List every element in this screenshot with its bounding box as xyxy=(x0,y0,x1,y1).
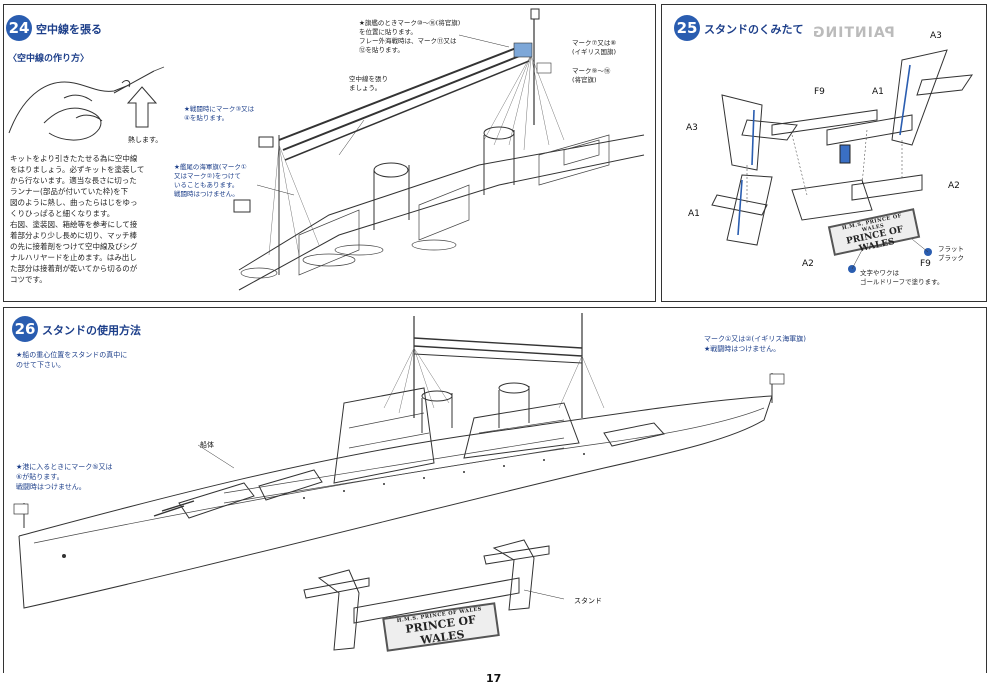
page-number: 17 xyxy=(486,672,502,685)
note-flat-black: フラット ブラック xyxy=(938,245,964,262)
step24-body: キットをより引きたたせる為に空中線 をはりましょう。必ずキットを塗装して から行… xyxy=(10,154,145,284)
label-f9-bottom: F9 xyxy=(920,259,931,269)
label-a2-right: A2 xyxy=(948,181,960,191)
step24-panel: 24 空中線を張る 〈空中線の作り方〉 熱します。 キットをより引きたたせる為に… xyxy=(3,4,656,302)
label-hull: 船体 xyxy=(200,441,214,449)
step26-badge: 26 xyxy=(12,316,38,342)
step26-title: スタンドの使用方法 xyxy=(42,324,141,337)
label-f9-top: F9 xyxy=(814,87,825,97)
callout-mark9: マーク⑨〜⑯ (将官旗) xyxy=(572,67,611,84)
note-mark5: ★港に入るときにマーク⑤又は ⑥が貼ります。 戦闘時はつけません。 xyxy=(16,463,113,491)
step25-panel: 25 スタンドのくみたて PAINTING xyxy=(661,4,987,302)
note-mark1: マーク①又は②(イギリス海軍旗) ★戦闘時はつけません。 xyxy=(704,335,807,353)
ship-on-stand-drawing xyxy=(13,313,785,651)
label-a1-top: A1 xyxy=(872,87,884,97)
step25-title: スタンドのくみたて xyxy=(704,23,804,36)
label-a3-left: A3 xyxy=(686,123,698,133)
step24-badge: 24 xyxy=(6,15,32,41)
label-a1-left: A1 xyxy=(688,209,700,219)
heat-note: 熱します。 xyxy=(128,136,163,144)
callout-flagship: ★旗艦のときマーク⑩〜⑯(将官旗) を位置に貼ります。 フレー外海戦時は、マーク… xyxy=(359,19,461,54)
step24-title: 空中線を張る xyxy=(36,23,102,36)
ship-rigging-drawing xyxy=(233,8,645,291)
label-a2-bottom: A2 xyxy=(802,259,814,269)
note-gold-leaf: 文字やワクは ゴールドリーフで塗ります。 xyxy=(860,269,944,286)
callout-wartime: ★戦闘時にマーク③又は ④を貼ります。 xyxy=(184,105,255,122)
label-stand: スタンド xyxy=(574,597,602,605)
note-center-of-gravity: ★船の重心位置をスタンドの真中に のせて下さい。 xyxy=(16,351,128,369)
label-a3-right: A3 xyxy=(930,31,942,41)
stand-exploded-diagram xyxy=(711,49,974,273)
step26-panel: 26 スタンドの使用方法 ★船の重心位置をスタンドの真中に のせて下さい。 マー… xyxy=(3,307,987,673)
callout-mark7: マーク⑦又は⑧ (イギリス国旗) xyxy=(572,39,617,56)
callout-aerial: 空中線を張り ましょう。 xyxy=(349,75,388,92)
heat-arrow xyxy=(126,86,158,128)
callout-ensign: ★艦尾の海軍旗(マーク① 又はマーク②)をつけて いることもあります。 戦闘時は… xyxy=(174,163,247,198)
step24-subtitle: 〈空中線の作り方〉 xyxy=(8,54,90,64)
step25-badge: 25 xyxy=(674,15,700,41)
hand-illustration xyxy=(8,66,165,141)
